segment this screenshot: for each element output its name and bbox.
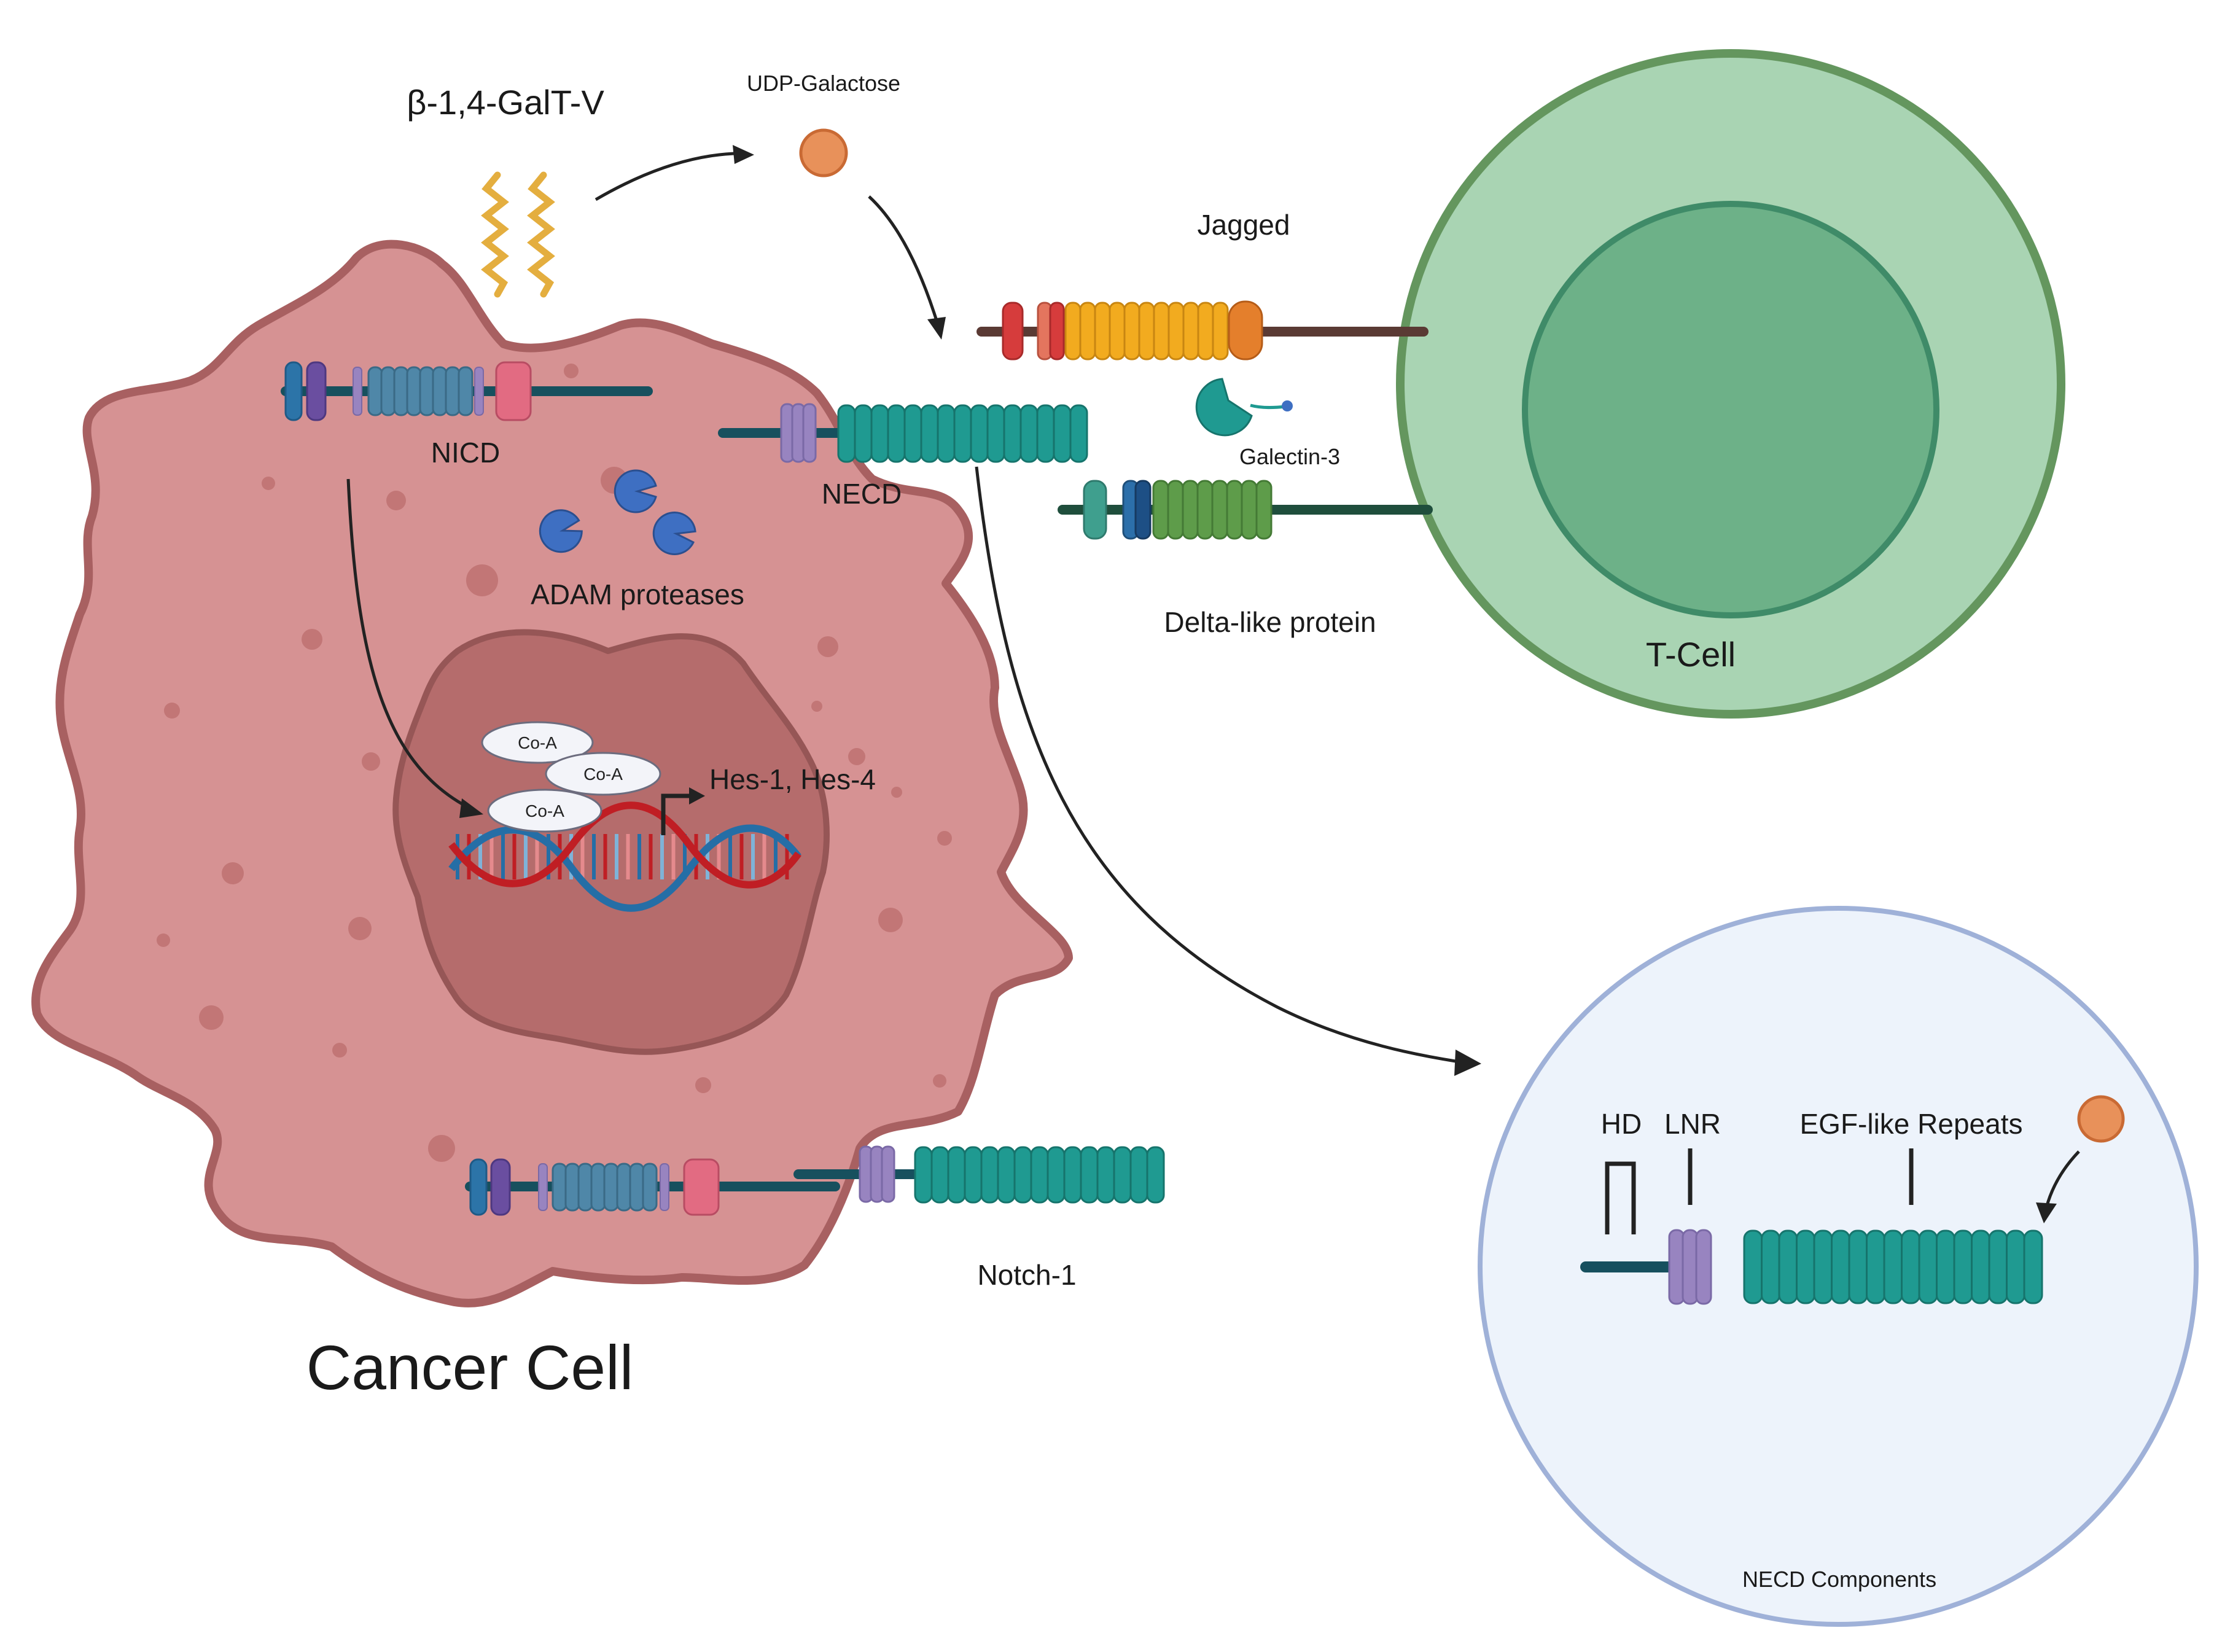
hd-hairpin [1605,1161,1636,1234]
cytoplasm-vesicles [157,364,952,1162]
necd-inset [1478,906,2199,1627]
notch-1-receptor [465,1145,1165,1216]
galt-label: β-1,4-GalT-V [407,83,604,122]
notch-1-label: Notch-1 [977,1259,1076,1291]
udp-to-jagged-arrow [868,195,938,321]
arrows [346,152,1456,1063]
necd-egf-repeats [837,404,1088,463]
lnr-label: LNR [1664,1108,1721,1140]
necd-to-inset-arrow [975,466,1456,1063]
co-a-label-1: Co-A [518,733,557,752]
jagged-label: Jagged [1198,209,1290,241]
t-cell-label: T-Cell [1646,635,1736,674]
udp-galactose-ball [799,128,848,177]
delta-like-protein [1058,480,1433,540]
notch-ankyrin-repeats [552,1163,658,1212]
galt-to-udp-arrow [594,152,735,201]
lnr-domain [1668,1229,1712,1305]
necd-label: NECD [822,478,902,510]
jagged-ligand [976,300,1429,360]
arrowheads [459,145,1481,1076]
adam-proteases-label: ADAM proteases [531,579,744,610]
galectin-3-label: Galectin-3 [1239,444,1340,469]
hes-genes-label: Hes-1, Hes-4 [709,763,876,795]
notch-egf-repeats [914,1146,1165,1204]
delta-green-repeats [1152,480,1273,540]
necd-components-label: NECD Components [1742,1567,1936,1592]
necd-protein [718,403,1088,463]
udp-galactose-label: UDP-Galactose [747,71,900,96]
hd-label: HD [1601,1108,1642,1140]
galt-helices [481,171,555,298]
dna-helix [448,801,801,912]
nicd-label: NICD [431,437,500,469]
egf-like-repeats-label: EGF-like Repeats [1799,1108,2022,1140]
nicd-protein [281,361,653,421]
delta-like-protein-label: Delta-like protein [1164,606,1376,638]
co-a-label-2: Co-A [583,765,623,784]
galectin-3 [1195,378,1293,437]
egf-like-repeats [1743,1229,2043,1304]
nicd-to-dna-arrow [346,478,470,809]
co-activators: Co-A Co-A Co-A [481,721,661,833]
cancer-cell-nucleus [392,629,830,1055]
inset-galactose-ball [2077,1095,2125,1143]
jagged-yellow-repeats [1064,302,1229,360]
nicd-ankyrin-repeats [367,366,474,416]
t-cell [1396,49,2065,719]
co-a-ellipse-3 [487,789,602,833]
t-cell-nucleus [1522,201,1939,618]
co-a-ellipse-1 [481,721,594,764]
transcription-start-arrow [661,787,705,835]
cancer-cell-label: Cancer Cell [306,1333,634,1403]
co-a-label-3: Co-A [525,801,564,820]
co-a-ellipse-2 [545,752,661,796]
adam-proteases [539,469,696,556]
